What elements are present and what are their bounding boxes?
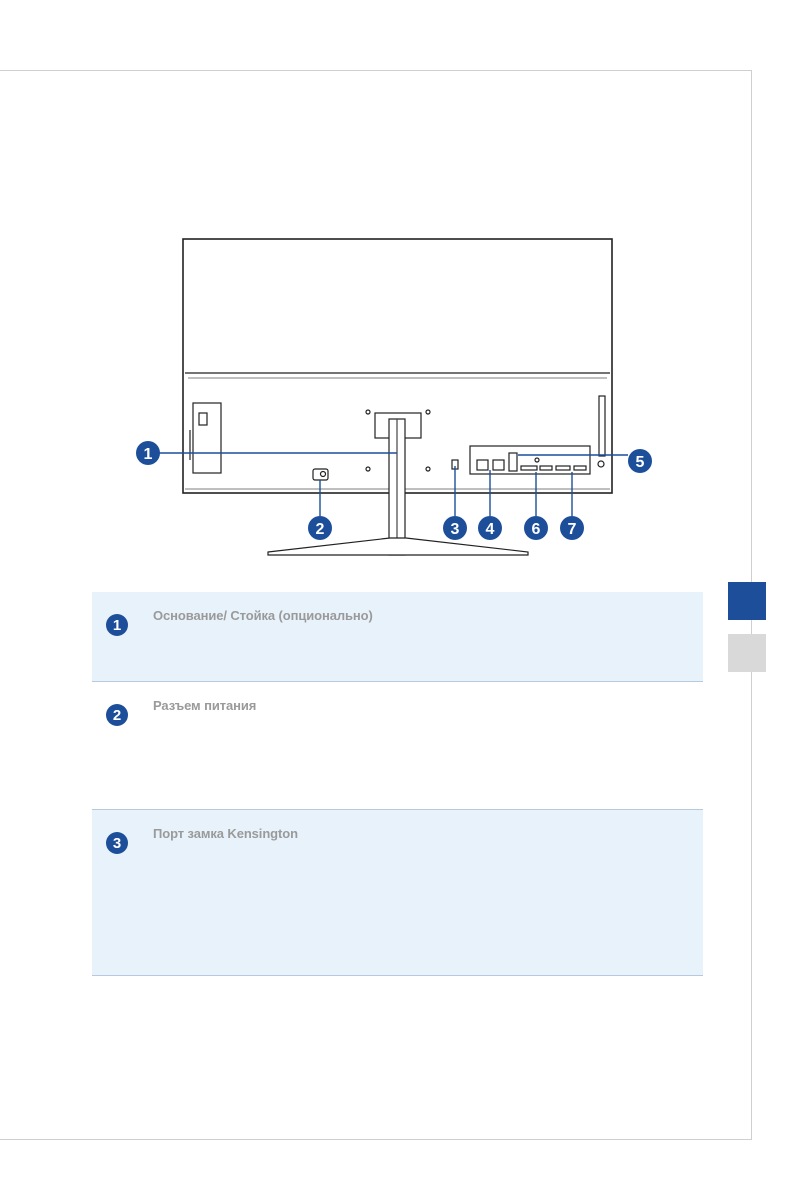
svg-text:2: 2 (316, 521, 325, 538)
component-label: Порт замка Kensington (153, 826, 298, 841)
monitor-illustration (182, 238, 613, 556)
section-tab[interactable] (728, 634, 766, 672)
callout-6: 6 (524, 516, 548, 540)
component-row: 3 Порт замка Kensington (92, 810, 703, 976)
component-label: Основание/ Стойка (опционально) (153, 608, 373, 623)
component-row: 2 Разъем питания (92, 682, 703, 810)
monitor-rear-diagram: 1 2 3 4 5 6 7 (136, 238, 652, 556)
svg-text:5: 5 (636, 454, 645, 471)
callout-1: 1 (136, 441, 160, 465)
callout-4: 4 (478, 516, 502, 540)
row-number-badge: 1 (106, 614, 128, 636)
svg-text:3: 3 (451, 521, 460, 538)
component-table: 1 Основание/ Стойка (опционально) 2 Разъ… (92, 592, 703, 976)
svg-text:1: 1 (144, 446, 153, 463)
callout-5: 5 (628, 449, 652, 473)
row-number-badge: 2 (106, 704, 128, 726)
leader-lines (158, 452, 628, 516)
callout-2: 2 (308, 516, 332, 540)
svg-text:7: 7 (568, 521, 577, 538)
svg-text:6: 6 (532, 521, 541, 538)
component-label: Разъем питания (153, 698, 257, 713)
callout-3: 3 (443, 516, 467, 540)
row-number-badge: 3 (106, 832, 128, 854)
section-tab-active[interactable] (728, 582, 766, 620)
component-row: 1 Основание/ Стойка (опционально) (92, 592, 703, 682)
callout-7: 7 (560, 516, 584, 540)
svg-text:4: 4 (486, 521, 495, 538)
